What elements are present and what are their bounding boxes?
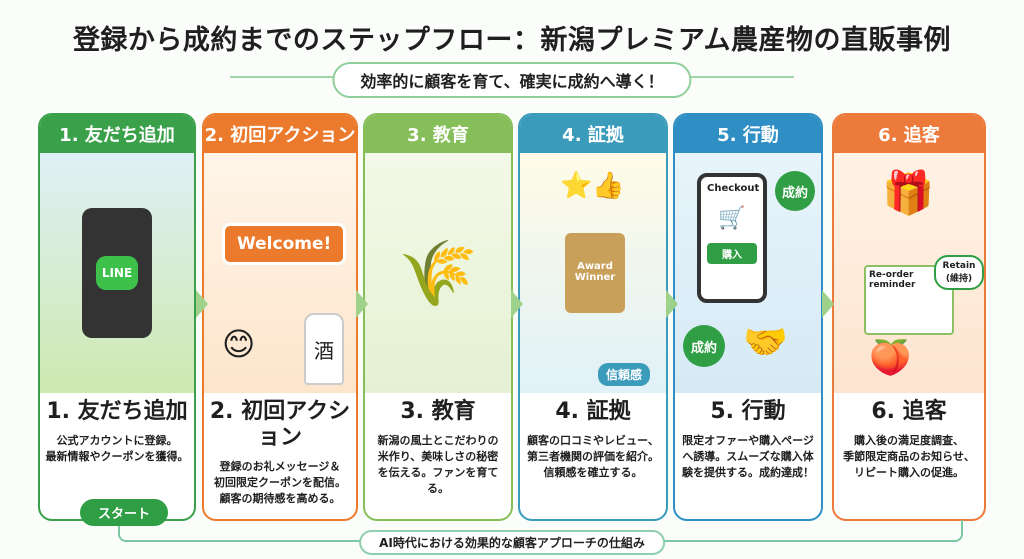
award-bag: Award Winner bbox=[565, 233, 625, 313]
step-title: 3. 教育 bbox=[400, 399, 476, 424]
step-desc: 登録のお礼メッセージ＆初回限定クーポンを配信。顧客の期待感を高める。 bbox=[214, 460, 346, 505]
step-title: 5. 行動 bbox=[710, 399, 786, 424]
buy-button[interactable]: 購入 bbox=[707, 243, 757, 264]
step-desc: 公式アカウントに登録。最新情報やクーポンを獲得。 bbox=[45, 434, 189, 463]
retain-badge: Retain (維持) bbox=[934, 255, 984, 290]
step-card-1: 1. 友だち追加 LINE 1. 友だち追加 公式アカウントに登録。最新情報やク… bbox=[38, 113, 196, 521]
flow-arrow bbox=[356, 290, 368, 318]
deal-badge-2: 成約 bbox=[683, 325, 725, 367]
step-card-2: 2. 初回アクション Welcome! 酒 😊 2. 初回アクション 登録のお礼… bbox=[202, 113, 358, 521]
checkout-illustration: Checkout 🛒 購入 成約 成約 🤝 bbox=[675, 153, 821, 393]
star-icon: ⭐👍 bbox=[560, 171, 625, 201]
step-header: 1. 友だち追加 bbox=[40, 115, 194, 153]
step-desc: 購入後の満足度調査、季節限定商品のお知らせ、リピート購入の促進。 bbox=[843, 434, 975, 479]
step-header: 6. 追客 bbox=[834, 115, 984, 153]
subtitle: 効率的に顧客を育て、確実に成約へ導く！ bbox=[332, 62, 692, 98]
page-title: 登録から成約までのステップフロー：新潟プレミアム農産物の直販事例 bbox=[72, 25, 952, 56]
step-title: 6. 追客 bbox=[871, 399, 947, 424]
welcome-bubble: Welcome! bbox=[222, 223, 347, 265]
flow-arrow bbox=[666, 290, 678, 318]
handshake-icon: 🤝 bbox=[743, 322, 788, 363]
step-card-6: 6. 追客 🎁 Re-order reminder Retain (維持) 🍑 … bbox=[832, 113, 986, 521]
start-badge: スタート bbox=[80, 499, 169, 526]
line-app-icon: LINE bbox=[95, 256, 139, 290]
step-title: 1. 友だち追加 bbox=[46, 399, 188, 424]
retention-illustration: 🎁 Re-order reminder Retain (維持) 🍑 bbox=[834, 153, 984, 393]
step-card-5: 5. 行動 Checkout 🛒 購入 成約 成約 🤝 5. 行動 限定オファー… bbox=[673, 113, 823, 521]
flow-arrow bbox=[511, 290, 523, 318]
step-title: 2. 初回アクション bbox=[209, 399, 351, 450]
magnifier-rice-icon: 🌾 bbox=[398, 236, 478, 311]
award-illustration: ⭐👍 Award Winner 信頼感 bbox=[520, 153, 666, 393]
phone-illustration: LINE bbox=[40, 153, 194, 393]
step-header: 5. 行動 bbox=[675, 115, 821, 153]
smile-icon: 😊 bbox=[222, 325, 256, 363]
step-header: 3. 教育 bbox=[365, 115, 511, 153]
step-card-4: 4. 証拠 ⭐👍 Award Winner 信頼感 4. 証拠 顧客の口コミやレ… bbox=[518, 113, 668, 521]
step-desc: 新潟の風土とこだわりの米作り、美味しさの秘密を伝える。ファンを育てる。 bbox=[377, 434, 499, 495]
sake-bottle: 酒 bbox=[304, 313, 344, 385]
checkout-label: Checkout bbox=[707, 183, 760, 194]
book-illustration: 🌾 bbox=[365, 153, 511, 393]
step-header: 4. 証拠 bbox=[520, 115, 666, 153]
gift-icon: 🎁 bbox=[882, 168, 935, 217]
deal-badge: 成約 bbox=[775, 171, 815, 211]
step-title: 4. 証拠 bbox=[555, 399, 631, 424]
rice-cooker-peach-icon: 🍑 bbox=[869, 338, 912, 378]
step-card-3: 3. 教育 🌾 3. 教育 新潟の風土とこだわりの米作り、美味しさの秘密を伝える… bbox=[363, 113, 513, 521]
footer-caption: AI時代における効果的な顧客アプローチの仕組み bbox=[359, 530, 665, 555]
flow-arrow bbox=[822, 290, 834, 318]
step-header: 2. 初回アクション bbox=[204, 115, 356, 153]
cart-icon: 🛒 bbox=[718, 206, 746, 231]
trust-badge: 信頼感 bbox=[598, 363, 651, 386]
flow-arrow bbox=[196, 290, 208, 318]
welcome-illustration: Welcome! 酒 😊 bbox=[204, 153, 356, 393]
step-desc: 限定オファーや購入ページへ誘導。スムーズな購入体験を提供する。成約達成！ bbox=[682, 434, 814, 479]
step-desc: 顧客の口コミやレビュー、第三者機関の評価を紹介。信頼感を確立する。 bbox=[527, 434, 659, 479]
